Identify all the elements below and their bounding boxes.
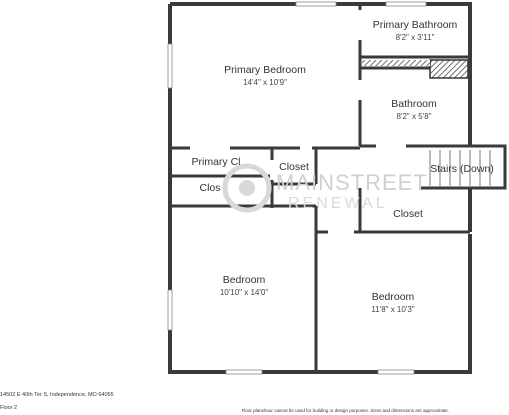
- room-dims: 14'4" x 10'9": [243, 78, 287, 87]
- room-name: Bedroom: [372, 291, 415, 303]
- room-bedroom-left: Bedroom 10'10" x 14'0": [220, 274, 268, 297]
- watermark-line1: MAINSTREET: [276, 170, 428, 195]
- room-name: Closet: [393, 208, 423, 220]
- watermark: MAINSTREET RENEWAL: [222, 163, 428, 213]
- room-name: Bedroom: [223, 274, 266, 286]
- floor-plan: MAINSTREET RENEWAL Primary Bedroom 14'4"…: [167, 1, 507, 375]
- hatched-strip: [362, 60, 430, 66]
- stair-treads: [429, 150, 491, 186]
- room-dims: 8'2" x 5'8": [397, 112, 432, 121]
- room-closet-mid: Closet: [279, 161, 309, 173]
- room-closet-right: Closet: [393, 208, 423, 220]
- room-primary-bedroom: Primary Bedroom 14'4" x 10'9": [224, 64, 306, 87]
- room-name: Stairs (Down): [430, 163, 494, 175]
- hatched-shaft: [429, 59, 469, 79]
- room-stairs: Stairs (Down): [430, 163, 494, 175]
- room-closet-left: Clos: [199, 182, 220, 194]
- room-name: Primary Bathroom: [373, 19, 458, 31]
- room-primary-closet: Primary Cl: [192, 156, 241, 168]
- room-name: Primary Bedroom: [224, 64, 306, 76]
- door-openings: [190, 10, 406, 234]
- exterior-walls: [168, 2, 472, 374]
- watermark-line2: RENEWAL: [288, 195, 388, 212]
- room-name: Primary Cl: [192, 156, 241, 168]
- windows: [167, 1, 427, 375]
- room-bedroom-right: Bedroom 11'8" x 10'3": [371, 291, 414, 314]
- room-dims: 8'2" x 3'11": [396, 33, 435, 42]
- room-primary-bathroom: Primary Bathroom 8'2" x 3'11": [373, 19, 458, 42]
- room-name: Closet: [279, 161, 309, 173]
- floor-label: Floor 2: [0, 405, 18, 411]
- room-dims: 10'10" x 14'0": [220, 288, 268, 297]
- disclaimer: Floor plans/tour cannot be used for buil…: [241, 408, 449, 413]
- property-address: 14502 E 40th Ter S, Independence, MO 640…: [0, 392, 114, 398]
- room-name: Bathroom: [391, 98, 437, 110]
- room-dims: 11'8" x 10'3": [371, 305, 414, 314]
- room-name: Clos: [199, 182, 220, 194]
- room-bathroom: Bathroom 8'2" x 5'8": [391, 98, 437, 121]
